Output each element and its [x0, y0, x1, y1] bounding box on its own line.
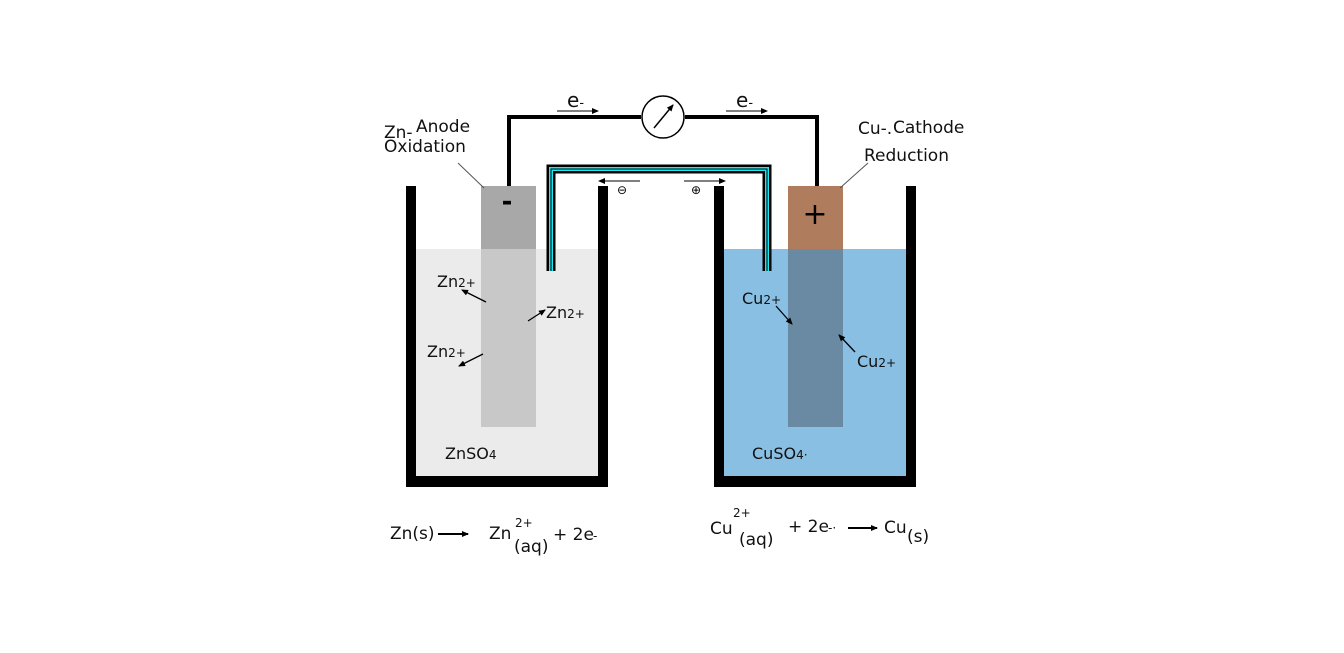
bridge-cation-symbol: ⊕ [691, 183, 701, 197]
right-solution-label: CuSO4· [752, 444, 808, 463]
cathode-process-label: Reduction [864, 146, 949, 166]
zn-ion-label-1: Zn2+ [437, 272, 476, 291]
cathode-reactant-charge: 2+ [733, 506, 751, 520]
cathode-electron-sup: -· [828, 521, 836, 535]
zn-ion-arrow-2 [527, 309, 546, 322]
right-beaker-floor [714, 476, 916, 487]
zn-ion-label-3: Zn2+ [427, 342, 466, 361]
anode-product-state: (aq) [514, 537, 548, 557]
anode-half-reaction: Zn(s) Zn 2+ (aq) + 2e - [390, 516, 597, 557]
bridge-anion-symbol: ⊖ [617, 183, 627, 197]
anode-product-ion: Zn [489, 524, 511, 544]
left-solution-label: ZnSO4 [445, 444, 497, 463]
cathode-sign: + [802, 197, 827, 232]
zinc-electrode [481, 186, 536, 249]
cathode-title: Cathode [893, 118, 964, 138]
cu-ion-label-1: Cu2+ [742, 289, 781, 308]
anode-electrons: + 2e [553, 525, 594, 545]
anode-sign: - [502, 187, 513, 217]
left-beaker-wall-left [406, 186, 416, 487]
cathode-product: Cu [884, 518, 907, 538]
cathode-product-state: (s) [907, 527, 929, 547]
external-wire [507, 115, 819, 186]
zn-ion-label-2: Zn2+ [546, 303, 585, 322]
left-beaker-wall-right [598, 186, 608, 487]
cathode-electrons: + 2e [788, 517, 829, 537]
zn-ion-arrow-3 [458, 353, 484, 367]
right-beaker-wall-left [714, 186, 724, 487]
left-beaker-floor [406, 476, 608, 487]
zn-ion-arrow-1 [461, 289, 487, 303]
anode-metal-label: Zn- [384, 123, 413, 143]
cu-ion-arrow-2 [838, 334, 856, 353]
cathode-leader-line [839, 162, 869, 189]
zinc-electrode-submerged [481, 249, 536, 427]
cathode-reactant-ion: Cu [710, 519, 733, 539]
anode-electron-sup: - [593, 529, 597, 543]
cathode-metal-label: Cu-. [858, 119, 892, 139]
copper-electrode-submerged [788, 249, 843, 427]
salt-bridge [546, 164, 772, 271]
anode-process-label: Oxidation [384, 137, 466, 157]
cathode-reactant-state: (aq) [739, 530, 773, 550]
right-beaker-wall-right [906, 186, 916, 487]
anode-reactant: Zn(s) [390, 524, 435, 544]
electron-label-right: e- [736, 88, 753, 112]
cathode-half-reaction: Cu 2+ (aq) + 2e -· Cu (s) [710, 506, 929, 550]
copper-electrode [788, 186, 843, 249]
anode-product-charge: 2+ [515, 516, 533, 530]
anode-title: Anode [416, 117, 470, 137]
voltmeter-icon [641, 95, 685, 139]
cu-ion-arrow-1 [775, 305, 793, 325]
cu-ion-label-2: Cu2+ [857, 352, 896, 371]
electron-label-left: e- [567, 88, 584, 112]
anode-leader-line [457, 162, 485, 189]
